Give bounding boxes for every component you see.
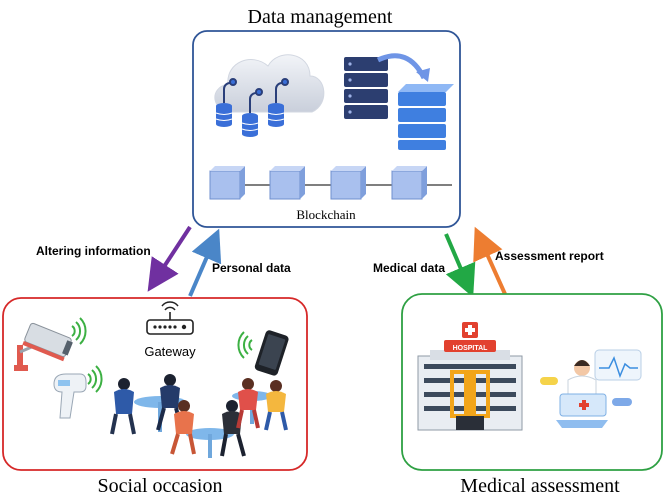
title-medical-assessment: Medical assessment bbox=[460, 475, 620, 497]
cloud-database-icon bbox=[214, 54, 325, 137]
blockchain-label: Blockchain bbox=[296, 207, 356, 222]
hospital-sign: HOSPITAL bbox=[453, 345, 489, 352]
label-medical-data: Medical data bbox=[373, 261, 445, 275]
title-data-management: Data management bbox=[248, 6, 393, 28]
title-social-occasion: Social occasion bbox=[98, 475, 223, 497]
hospital-building-icon: HOSPITAL bbox=[417, 322, 523, 431]
arrow-altering-information bbox=[147, 225, 192, 292]
label-assessment-report: Assessment report bbox=[495, 249, 604, 263]
server-migration-icon bbox=[344, 53, 454, 150]
blockchain-icon bbox=[209, 166, 452, 200]
gateway-router-icon bbox=[146, 301, 194, 335]
cctv-camera-icon bbox=[14, 317, 87, 371]
label-altering-information: Altering information bbox=[36, 244, 151, 258]
smartphone-icon bbox=[237, 330, 289, 376]
doctor-telemedicine-icon bbox=[540, 349, 642, 428]
arrow-personal-data bbox=[188, 228, 222, 297]
people-gathering-illustration bbox=[110, 374, 288, 458]
thermometer-gun-icon bbox=[53, 365, 103, 419]
arrow-medical-data bbox=[444, 233, 476, 298]
arrow-assessment-report bbox=[473, 226, 507, 295]
gateway-label: Gateway bbox=[144, 344, 196, 359]
label-personal-data: Personal data bbox=[212, 261, 291, 275]
